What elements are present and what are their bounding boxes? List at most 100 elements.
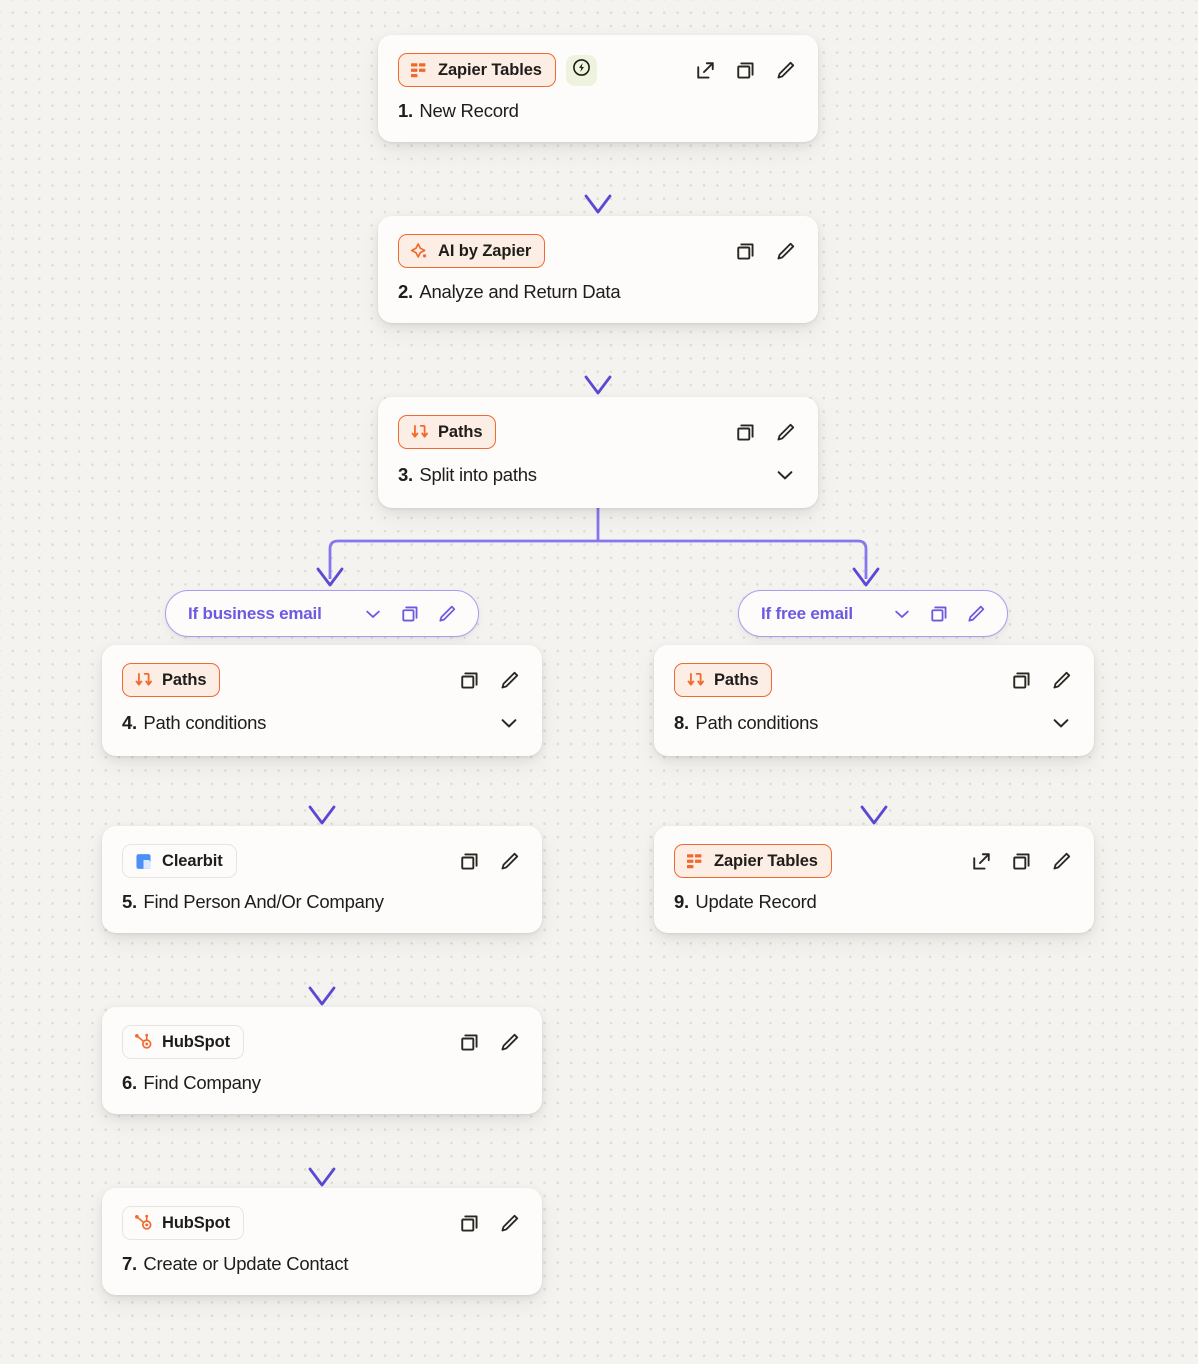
app-chip-hubspot[interactable]: HubSpot [122,1025,245,1059]
ai-sparkle-icon [410,242,429,261]
edge-4-to-5 [308,755,336,825]
card-header: HubSpot [122,1025,522,1059]
paths-icon [134,671,153,690]
external-link-icon[interactable] [692,57,718,83]
card-header: Paths [122,663,522,697]
clearbit-icon [134,852,153,871]
card-tools [732,238,798,264]
zap-step-card-7[interactable]: HubSpot 7. Create or Update Con [102,1188,542,1295]
duplicate-icon[interactable] [456,848,482,874]
card-title-row: 3. Split into paths [398,462,798,488]
step-number: 6. [122,1072,137,1093]
app-chip-zapier-tables[interactable]: Zapier Tables [398,53,556,87]
edit-pencil-icon[interactable] [1048,667,1074,693]
path-pill-business-email[interactable]: If business email [165,590,479,637]
edge-5-to-6 [308,936,336,1006]
card-title: 6. Find Company [122,1072,522,1094]
duplicate-icon[interactable] [1008,667,1034,693]
chevron-down-icon[interactable] [772,462,798,488]
path-pill-tools [360,601,460,627]
edit-pencil-icon[interactable] [772,419,798,445]
duplicate-icon[interactable] [456,667,482,693]
zap-step-card-4[interactable]: Paths 4. Path condit [102,645,542,756]
app-chip-paths[interactable]: Paths [398,415,497,449]
zap-step-card-5[interactable]: Clearbit 5. Find Person And/Or [102,826,542,933]
app-chip-label: Clearbit [162,851,223,870]
app-chip-paths[interactable]: Paths [674,663,773,697]
step-number: 2. [398,281,413,302]
step-label: Create or Update Contact [143,1253,349,1274]
card-title: 5. Find Person And/Or Company [122,891,522,913]
chevron-down-icon[interactable] [889,601,915,627]
app-chip-hubspot[interactable]: HubSpot [122,1206,245,1240]
card-tools [456,1210,522,1236]
step-label: New Record [419,100,519,121]
app-chip-ai-by-zapier[interactable]: AI by Zapier [398,234,546,268]
path-pill-label: If business email [188,603,322,623]
card-title: 2. Analyze and Return Data [398,281,798,303]
duplicate-icon[interactable] [732,419,758,445]
app-chip-label: HubSpot [162,1032,231,1051]
path-pill-free-email[interactable]: If free email [738,590,1008,637]
chevron-down-icon[interactable] [1048,710,1074,736]
app-chip-zapier-tables[interactable]: Zapier Tables [674,844,832,878]
card-tools [1008,667,1074,693]
step-label: Find Person And/Or Company [143,891,384,912]
app-chip-label: Paths [438,422,483,441]
edit-pencil-icon[interactable] [496,1029,522,1055]
edit-pencil-icon[interactable] [772,238,798,264]
card-tools [732,419,798,445]
edge-6-to-7 [308,1117,336,1187]
card-header: AI by Zapier [398,234,798,268]
card-title: 1. New Record [398,100,798,122]
card-title-row: 8. Path conditions [674,710,1074,736]
card-tools [456,1029,522,1055]
step-number: 7. [122,1253,137,1274]
duplicate-icon[interactable] [732,57,758,83]
app-chip-label: AI by Zapier [438,241,532,260]
edit-pencil-icon[interactable] [496,1210,522,1236]
edit-pencil-icon[interactable] [496,667,522,693]
duplicate-icon[interactable] [926,601,952,627]
edit-pencil-icon[interactable] [963,601,989,627]
card-tools [692,57,798,83]
edit-pencil-icon[interactable] [772,57,798,83]
zap-step-card-9[interactable]: Zapier Tables [654,826,1094,933]
duplicate-icon[interactable] [1008,848,1034,874]
step-number: 8. [674,712,689,733]
app-chip-label: Paths [714,670,759,689]
trigger-badge [565,54,597,86]
duplicate-icon[interactable] [397,601,423,627]
edit-pencil-icon[interactable] [496,848,522,874]
edit-pencil-icon[interactable] [434,601,460,627]
zap-step-card-1[interactable]: Zapier Tables [378,35,818,142]
step-number: 3. [398,464,413,485]
step-label: Analyze and Return Data [419,281,621,302]
step-label: Path conditions [143,712,267,733]
chevron-down-icon[interactable] [360,601,386,627]
step-label: Split into paths [419,464,537,485]
card-tools [456,667,522,693]
chevron-down-icon[interactable] [496,710,522,736]
duplicate-icon[interactable] [732,238,758,264]
zap-step-card-2[interactable]: AI by Zapier 2. Analyze and Ret [378,216,818,323]
app-chip-clearbit[interactable]: Clearbit [122,844,237,878]
card-title: 4. Path conditions [122,712,266,734]
card-tools [968,848,1074,874]
duplicate-icon[interactable] [456,1029,482,1055]
card-header: Paths [398,415,798,449]
edit-pencil-icon[interactable] [1048,848,1074,874]
card-title: 9. Update Record [674,891,1074,913]
zap-step-card-6[interactable]: HubSpot 6. Find Company [102,1007,542,1114]
external-link-icon[interactable] [968,848,994,874]
zap-step-card-3[interactable]: Paths 3. Split into [378,397,818,508]
duplicate-icon[interactable] [456,1210,482,1236]
zap-step-card-8[interactable]: Paths 8. Path condit [654,645,1094,756]
step-number: 4. [122,712,137,733]
app-chip-label: HubSpot [162,1213,231,1232]
step-label: Path conditions [695,712,819,733]
hubspot-icon [134,1214,153,1233]
app-chip-paths[interactable]: Paths [122,663,221,697]
step-label: Find Company [143,1072,261,1093]
